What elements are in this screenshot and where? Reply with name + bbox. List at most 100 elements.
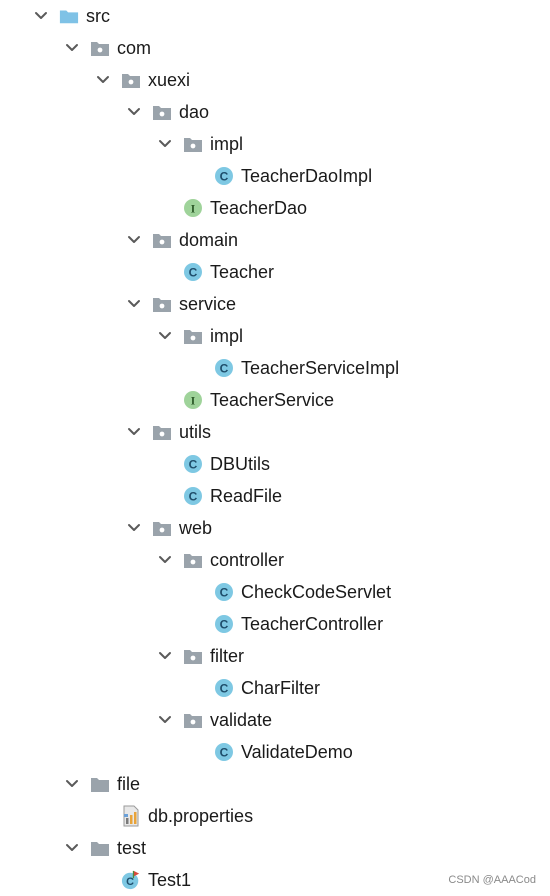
source-folder-icon [59, 6, 79, 26]
tree-node-label: dao [179, 102, 210, 122]
svg-text:I: I [191, 394, 196, 408]
tree-node-domain[interactable]: domain [125, 224, 238, 256]
tree-node-test[interactable]: test [63, 832, 146, 864]
tree-node-label: ReadFile [210, 486, 283, 506]
class-icon: C [183, 262, 203, 282]
svg-text:C: C [220, 746, 229, 760]
properties-file-icon [121, 805, 141, 827]
tree-node-xuexi[interactable]: xuexi [94, 64, 190, 96]
tree-node-src[interactable]: src [32, 0, 110, 32]
tree-node-impl[interactable]: impl [156, 128, 243, 160]
tree-node-label: service [179, 294, 237, 314]
chevron-down-icon[interactable] [156, 544, 174, 576]
watermark: CSDN @AAACod [448, 874, 536, 886]
tree-node-label: controller [210, 550, 285, 570]
chevron-down-icon[interactable] [125, 224, 143, 256]
chevron-down-icon[interactable] [125, 288, 143, 320]
tree-node-dao[interactable]: dao [125, 96, 209, 128]
chevron-down-icon[interactable] [156, 704, 174, 736]
chevron-down-icon[interactable] [63, 832, 81, 864]
interface-icon: I [183, 390, 203, 410]
package-icon [183, 710, 203, 730]
svg-text:C: C [189, 490, 198, 504]
tree-node-label: TeacherController [241, 614, 384, 634]
class-icon: C [183, 454, 203, 474]
svg-text:C: C [220, 618, 229, 632]
tree-node-validatedemo[interactable]: C ValidateDemo [214, 736, 353, 768]
class-icon: C [214, 742, 234, 762]
tree-node-readfile[interactable]: C ReadFile [183, 480, 282, 512]
tree-node-label: impl [210, 134, 244, 154]
tree-node-label: ValidateDemo [241, 742, 353, 762]
tree-node-label: CheckCodeServlet [241, 582, 392, 602]
tree-node-impl[interactable]: impl [156, 320, 243, 352]
tree-node-teacherdao[interactable]: I TeacherDao [183, 192, 307, 224]
tree-node-label: CharFilter [241, 678, 321, 698]
tree-node-service[interactable]: service [125, 288, 236, 320]
tree-node-checkcodeservlet[interactable]: C CheckCodeServlet [214, 576, 391, 608]
package-icon [183, 550, 203, 570]
chevron-down-icon[interactable] [156, 128, 174, 160]
tree-node-charfilter[interactable]: C CharFilter [214, 672, 320, 704]
chevron-down-icon[interactable] [125, 96, 143, 128]
tree-node-label: domain [179, 230, 239, 250]
tree-node-label: xuexi [148, 70, 191, 90]
tree-node-label: TeacherService [210, 390, 335, 410]
package-icon [183, 646, 203, 666]
class-icon: C [214, 614, 234, 634]
package-icon [90, 38, 110, 58]
chevron-down-icon[interactable] [125, 416, 143, 448]
class-icon: C [214, 166, 234, 186]
svg-text:C: C [220, 682, 229, 696]
chevron-down-icon[interactable] [125, 512, 143, 544]
svg-text:C: C [220, 586, 229, 600]
tree-node-teacherserviceimpl[interactable]: C TeacherServiceImpl [214, 352, 399, 384]
svg-text:C: C [189, 458, 198, 472]
chevron-down-icon[interactable] [32, 0, 50, 32]
tree-node-label: validate [210, 710, 273, 730]
tree-node-label: Teacher [210, 262, 275, 282]
folder-icon [90, 838, 110, 858]
tree-node-label: impl [210, 326, 244, 346]
tree-node-utils[interactable]: utils [125, 416, 211, 448]
class-icon: C [214, 678, 234, 698]
chevron-down-icon[interactable] [156, 640, 174, 672]
tree-node-label: DBUtils [210, 454, 271, 474]
tree-node-db-properties[interactable]: db.properties [121, 800, 253, 832]
tree-node-label: TeacherServiceImpl [241, 358, 400, 378]
tree-node-filter[interactable]: filter [156, 640, 244, 672]
chevron-down-icon[interactable] [63, 768, 81, 800]
package-icon [152, 230, 172, 250]
tree-node-web[interactable]: web [125, 512, 212, 544]
svg-text:C: C [220, 170, 229, 184]
tree-node-label: filter [210, 646, 245, 666]
svg-text:C: C [126, 876, 134, 888]
class-icon: C [214, 582, 234, 602]
tree-node-teachercontroller[interactable]: C TeacherController [214, 608, 383, 640]
folder-icon [90, 774, 110, 794]
tree-node-teacherservice[interactable]: I TeacherService [183, 384, 334, 416]
package-icon [183, 134, 203, 154]
svg-text:I: I [191, 202, 196, 216]
chevron-down-icon[interactable] [94, 64, 112, 96]
tree-node-validate[interactable]: validate [156, 704, 272, 736]
tree-node-teacher[interactable]: C Teacher [183, 256, 274, 288]
tree-node-dbutils[interactable]: C DBUtils [183, 448, 270, 480]
tree-node-test1[interactable]: C Test1 [121, 864, 191, 896]
tree-node-controller[interactable]: controller [156, 544, 284, 576]
tree-node-file[interactable]: file [63, 768, 140, 800]
tree-node-label: Test1 [148, 870, 192, 890]
chevron-down-icon[interactable] [156, 320, 174, 352]
tree-node-label: src [86, 6, 110, 26]
package-icon [121, 70, 141, 90]
class-icon: C [183, 486, 203, 506]
tree-node-label: com [117, 38, 152, 58]
chevron-down-icon[interactable] [63, 32, 81, 64]
tree-node-label: test [117, 838, 147, 858]
package-icon [152, 518, 172, 538]
class-icon: C [214, 358, 234, 378]
tree-node-com[interactable]: com [63, 32, 151, 64]
tree-node-label: TeacherDao [210, 198, 308, 218]
svg-text:C: C [220, 362, 229, 376]
